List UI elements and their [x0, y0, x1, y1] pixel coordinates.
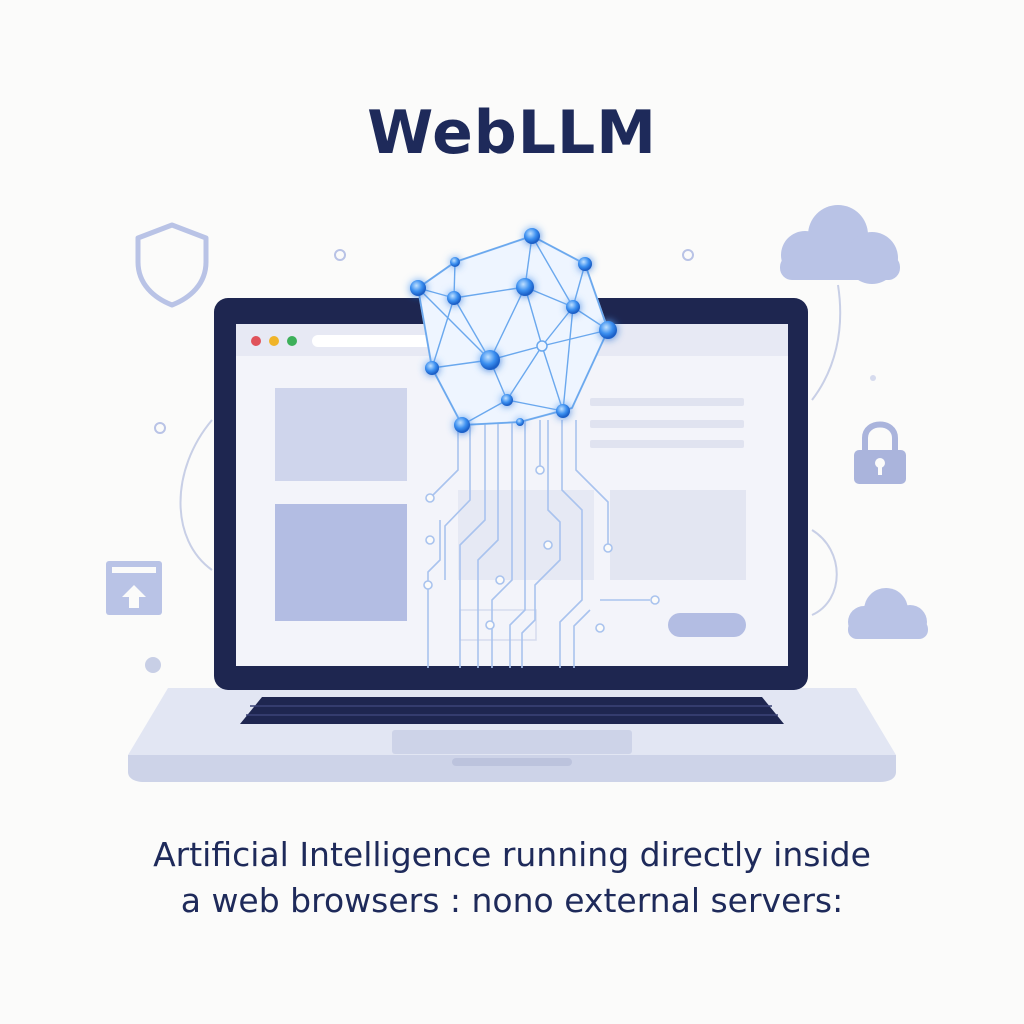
- keyboard: [240, 697, 784, 724]
- app-title: WebLLM: [367, 98, 657, 168]
- cloud-icon: [780, 205, 900, 284]
- laptop-screen: [214, 298, 808, 690]
- trackpad: [392, 730, 632, 754]
- maximize-dot-icon: [287, 336, 297, 346]
- screen-button: [668, 613, 746, 637]
- shield-icon: [135, 222, 209, 308]
- caption: Artificial Intelligence running directly…: [0, 832, 1024, 924]
- lock-icon: [854, 421, 906, 484]
- caption-line-1: Artificial Intelligence running directly…: [153, 835, 871, 874]
- laptop-base: [128, 688, 896, 782]
- circuit-pads: [423, 465, 660, 633]
- close-dot-icon: [251, 336, 261, 346]
- upload-window-icon: [106, 561, 162, 615]
- neural-network-brain-icon: [410, 228, 617, 433]
- minimize-dot-icon: [269, 336, 279, 346]
- floating-dots: [145, 249, 876, 673]
- connector-curves: [179, 284, 842, 616]
- cloud-small-icon: [848, 588, 928, 639]
- caption-line-2: a web browsers : nono external servers:: [180, 881, 844, 920]
- circuit-traces: [427, 420, 650, 668]
